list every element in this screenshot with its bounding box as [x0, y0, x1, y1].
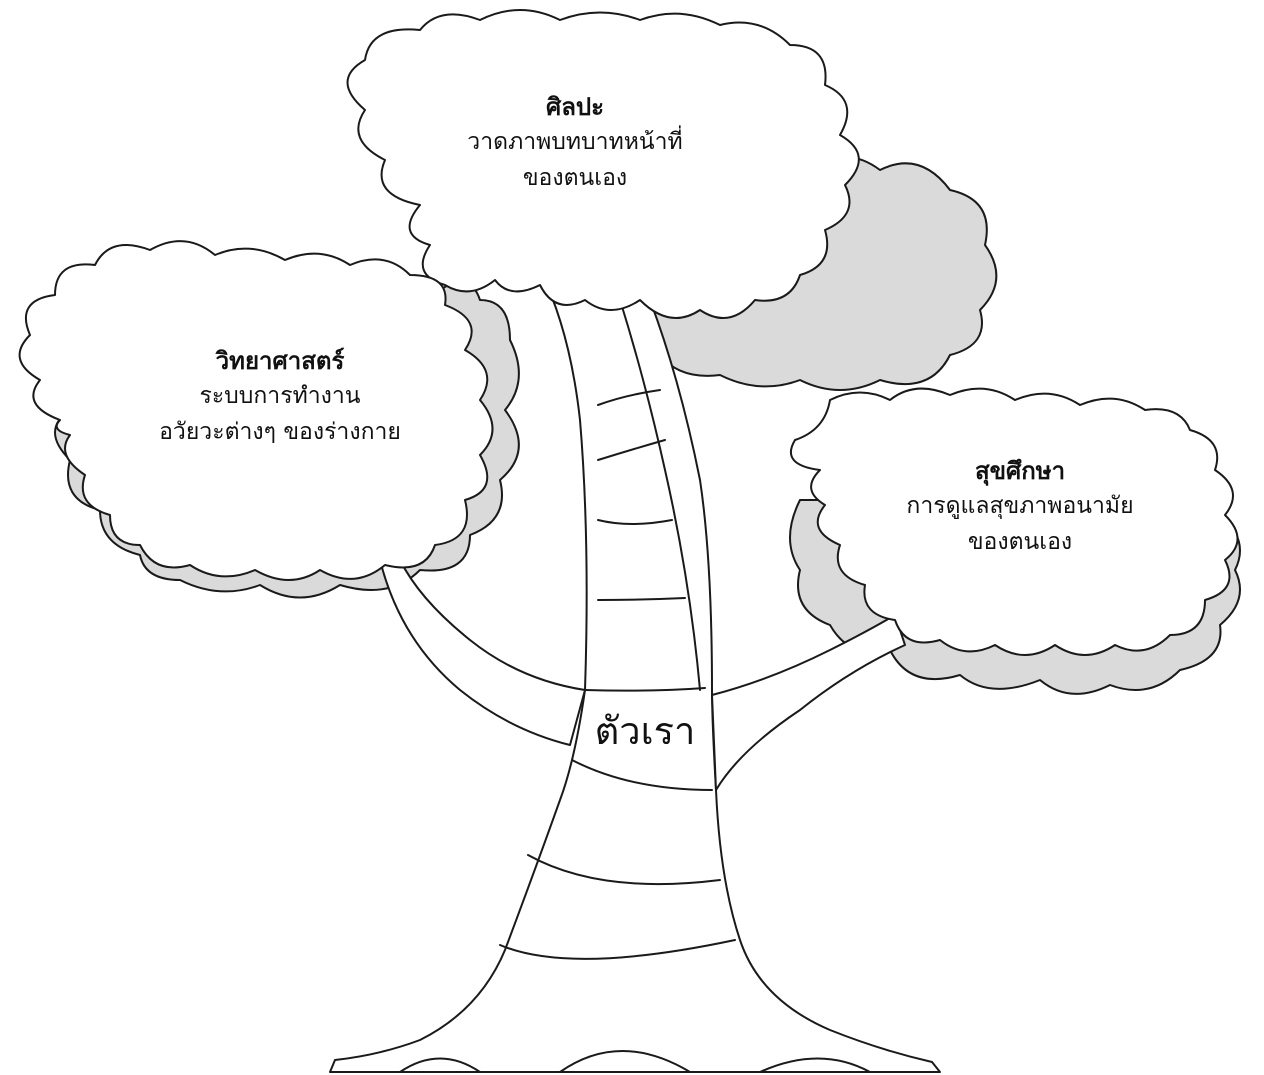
- art-cloud-shadow: [639, 156, 998, 391]
- art-cloud-text: ศิลปะ วาดภาพบทบาทหน้าที่ ของตนเอง: [420, 88, 730, 196]
- trunk-band: [597, 597, 686, 601]
- trunk-band: [597, 519, 673, 525]
- art-cloud-title: ศิลปะ: [545, 92, 605, 121]
- art-cloud: [346, 9, 860, 319]
- health-cloud: [789, 387, 1239, 656]
- tree-branch-right: [711, 614, 906, 791]
- trunk-inner-line: [619, 299, 701, 691]
- trunk-band: [584, 687, 706, 692]
- health-cloud-line-2: ของตนเอง: [967, 528, 1073, 555]
- science-cloud-line-2: อวัยวะต่างๆ ของร่างกาย: [159, 418, 401, 445]
- science-cloud-line-1: ระบบการทำงาน: [199, 383, 361, 410]
- art-cloud-line-2: ของตนเอง: [522, 164, 628, 191]
- trunk-band: [597, 389, 661, 406]
- science-cloud-title: วิทยาศาสตร์: [215, 346, 345, 375]
- art-cloud-line-1: วาดภาพบทบาทหน้าที่: [467, 129, 683, 156]
- tree-branch-left: [379, 559, 586, 746]
- trunk-band: [571, 759, 713, 791]
- health-cloud-title: สุขศึกษา: [974, 456, 1066, 485]
- trunk-band: [527, 854, 721, 886]
- tree-roots: [399, 1050, 871, 1073]
- health-cloud-line-1: การดูแลสุขภาพอนามัย: [906, 493, 1134, 520]
- tree-trunk: [329, 269, 941, 1073]
- trunk-label: ตัวเรา: [594, 709, 696, 753]
- science-cloud: [18, 240, 494, 581]
- trunk-band: [499, 939, 736, 960]
- health-cloud-text: สุขศึกษา การดูแลสุขภาพอนามัย ของตนเอง: [860, 452, 1180, 560]
- science-cloud-text: วิทยาศาสตร์ ระบบการทำงาน อวัยวะต่างๆ ของ…: [120, 342, 440, 450]
